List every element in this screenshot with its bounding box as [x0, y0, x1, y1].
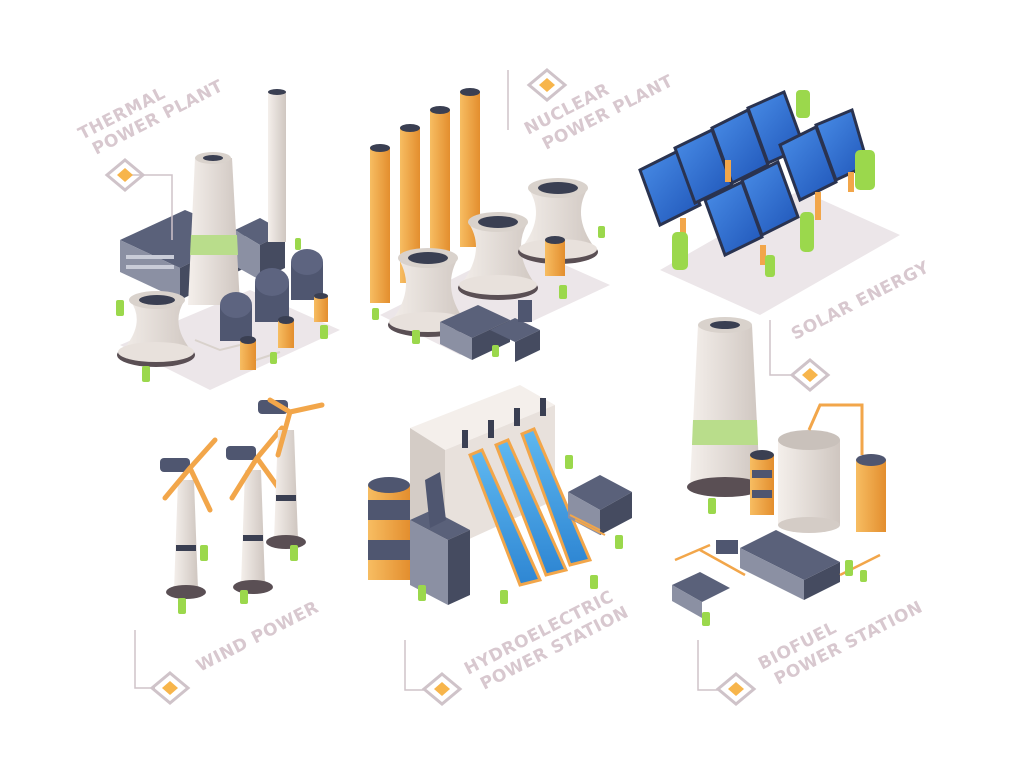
thermal-power-plant: THERMAL POWER PLANT [75, 76, 340, 390]
biofuel-label: BIOFUEL POWER STATION [755, 597, 926, 689]
biofuel-marker-icon [697, 640, 757, 706]
nuclear-trees [372, 226, 605, 357]
thermal-tanks [220, 249, 328, 370]
hydro-marker-icon [404, 640, 463, 706]
solar-trees [672, 90, 875, 277]
nuclear-power-plant: NUCLEAR POWER PLANT [370, 68, 677, 362]
wind-turbines [160, 397, 325, 599]
biofuel-trees [702, 498, 867, 626]
biofuel-factory [672, 530, 881, 618]
hydro-generator-house [410, 472, 470, 605]
nuclear-buildings [440, 236, 565, 362]
hydro-label: HYDROELECTRIC POWER STATION [461, 587, 632, 695]
thermal-label: THERMAL POWER PLANT [75, 76, 226, 159]
solar-mounts [680, 160, 854, 265]
solar-ground-shadow [660, 190, 900, 315]
wind-trees [178, 545, 298, 614]
wind-marker-icon [134, 630, 191, 705]
hydroelectric-power-station: HYDROELECTRIC POWER STATION [368, 385, 632, 706]
nuclear-marker-icon [507, 68, 568, 130]
biofuel-stack [687, 317, 763, 497]
wind-label-line1: WIND POWER [193, 597, 322, 676]
thermal-cooling-tower [117, 291, 195, 367]
hydro-tanks [368, 477, 410, 580]
thermal-tall-chimney [268, 89, 286, 242]
biofuel-power-station: BIOFUEL POWER STATION [672, 317, 926, 706]
solar-energy: SOLAR ENERGY [638, 89, 933, 392]
wind-label: WIND POWER [193, 597, 322, 676]
biofuel-digester [750, 403, 886, 533]
hydro-trees [418, 455, 623, 604]
hydro-spillways [468, 427, 593, 587]
thermal-marker-icon [104, 158, 173, 240]
solar-marker-icon [769, 320, 831, 392]
nuclear-chimneys [370, 88, 480, 303]
thermal-main-stack [188, 152, 240, 305]
hydro-substation [568, 475, 632, 536]
thermal-trees [116, 238, 328, 382]
wind-power: WIND POWER [134, 397, 325, 705]
nuclear-cooling-towers [388, 178, 598, 337]
